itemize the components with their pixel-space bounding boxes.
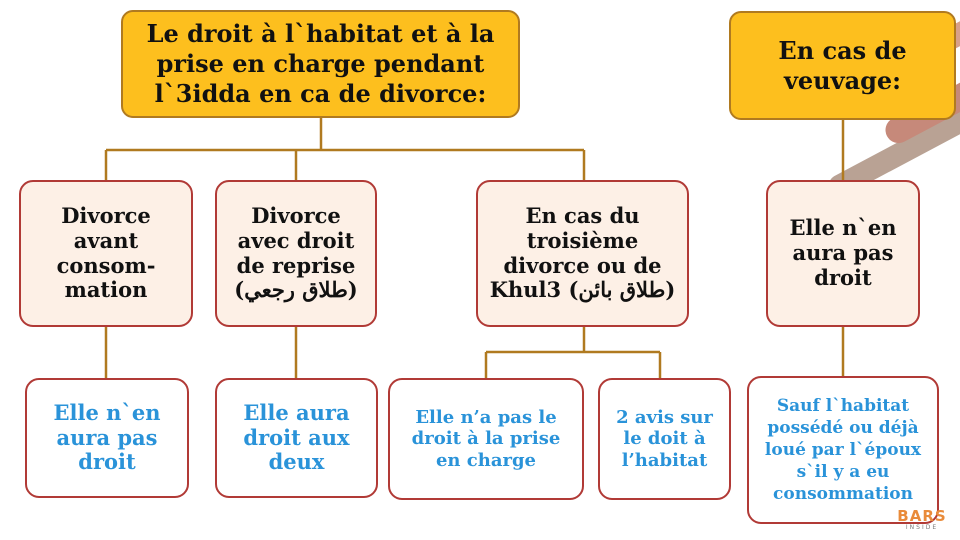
result-no-maintenance: Elle n’a pas le droit à la prise en char… [388, 378, 584, 500]
category-widowhood-no-right: Elle n`en aura pas droit [766, 180, 920, 327]
widowhood-title-box: En cas de veuvage: [729, 11, 956, 120]
bars-logo: BARS INSIDE [884, 508, 960, 540]
result-label: Elle n`en aura pas droit [53, 399, 161, 475]
result-label: Sauf l`habitat possédé ou déjà loué par … [764, 395, 922, 505]
divorce-title-box: Le droit à l`habitat et à la prise en ch… [121, 10, 520, 118]
category-label: Divorce avant consom-mation [56, 202, 156, 303]
widowhood-title: En cas de veuvage: [778, 35, 907, 95]
category-label: Divorce avec droit de reprise (طلاق رجعي… [234, 202, 358, 303]
result-label: Elle aura droit aux deux [243, 399, 350, 475]
category-divorce-before-consummation: Divorce avant consom-mation [19, 180, 193, 327]
logo-main-text: BARS [897, 507, 947, 525]
category-third-divorce-or-khul: En cas du troisième divorce ou de Khul3 … [476, 180, 689, 327]
category-label: En cas du troisième divorce ou de Khul3 … [489, 202, 676, 303]
category-revocable-divorce: Divorce avec droit de reprise (طلاق رجعي… [215, 180, 377, 327]
result-label: Elle n’a pas le droit à la prise en char… [411, 407, 561, 471]
divorce-title: Le droit à l`habitat et à la prise en ch… [146, 19, 495, 108]
result-label: 2 avis sur le doit à l’habitat [616, 407, 713, 471]
result-both-rights: Elle aura droit aux deux [215, 378, 378, 498]
result-housing-exception: Sauf l`habitat possédé ou déjà loué par … [747, 376, 939, 524]
result-no-right: Elle n`en aura pas droit [25, 378, 189, 498]
logo-sub-text: INSIDE [905, 524, 939, 531]
category-label: Elle n`en aura pas droit [789, 215, 897, 290]
result-two-opinions-housing: 2 avis sur le doit à l’habitat [598, 378, 731, 500]
